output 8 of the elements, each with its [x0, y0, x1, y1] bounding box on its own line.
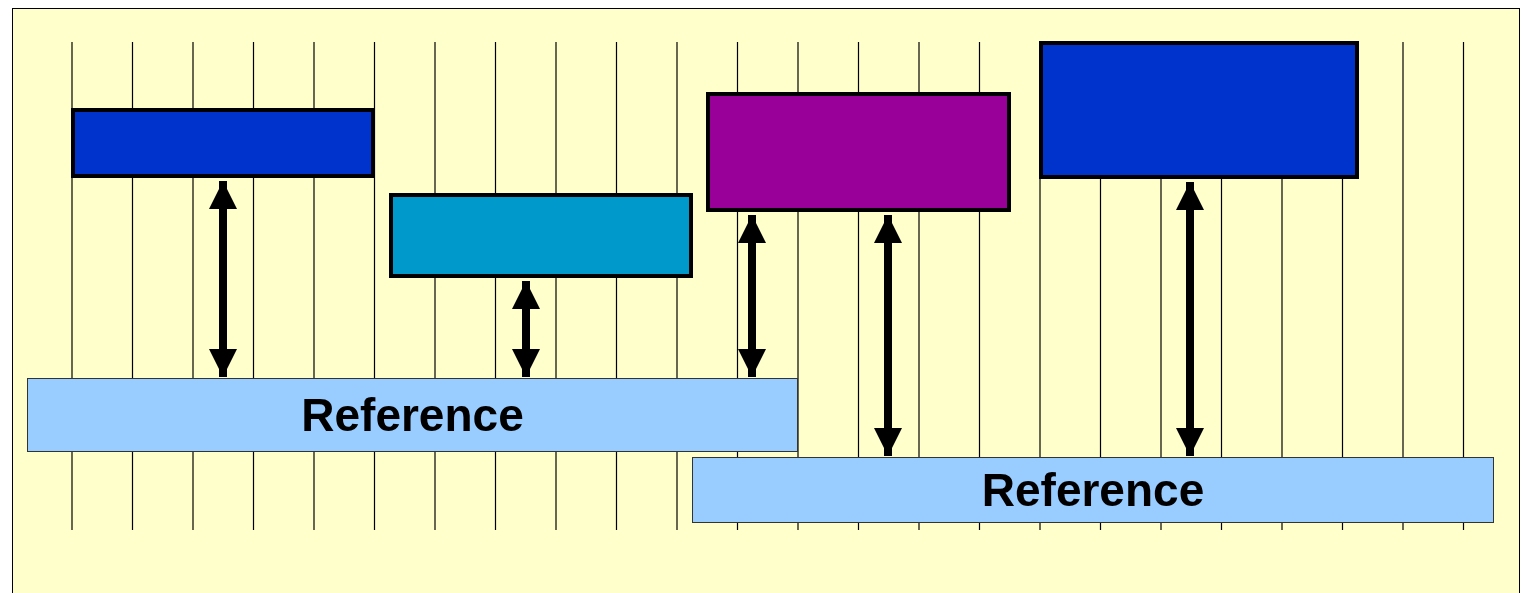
reference-label: Reference [301, 388, 524, 442]
bar-box [1039, 41, 1359, 179]
reference-label: Reference [981, 463, 1205, 517]
reference-bar [27, 378, 798, 452]
bar-box [389, 193, 693, 278]
reference-bar [692, 457, 1494, 523]
bar-box [706, 92, 1011, 212]
bar-box [71, 108, 375, 178]
